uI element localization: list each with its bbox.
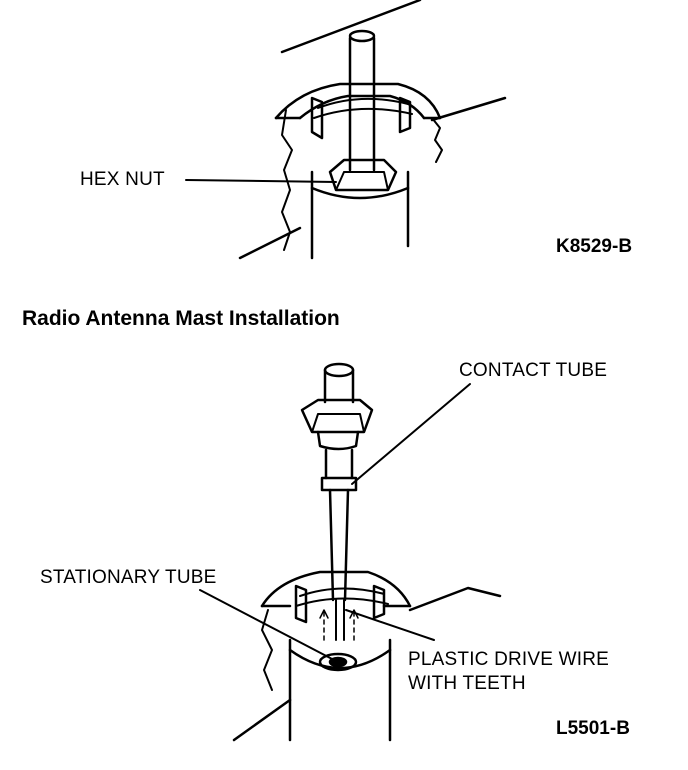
- hex-nut-lower: [300, 398, 374, 434]
- lower-bezel-thread-1: [299, 587, 385, 597]
- fender-line-lower-right: [408, 586, 502, 612]
- fender-line-top: [280, 0, 422, 54]
- bezel-inner: [298, 94, 426, 120]
- stationary-tube-opening: [318, 652, 358, 672]
- stationary-tube-inner: [328, 656, 348, 668]
- contact-tube-label: CONTACT TUBE: [459, 360, 608, 381]
- arrowhead-right: [349, 609, 359, 619]
- hex-nut-leader: [185, 179, 337, 183]
- lower-clip-right: [372, 584, 386, 620]
- bezel-clip-left: [310, 96, 324, 140]
- contact-tube-band: [320, 476, 358, 492]
- bezel-clip-right: [398, 96, 412, 134]
- fender-line-right: [430, 96, 507, 122]
- cutaway-edge-lower-left: [261, 609, 273, 691]
- drive-wire-upper: [328, 488, 350, 602]
- bezel-thread-2: [313, 107, 413, 119]
- cutaway-edge-right: [431, 117, 443, 163]
- arrowhead-left: [319, 609, 329, 619]
- antenna-bezel: [274, 82, 442, 120]
- antenna-mast: [348, 36, 376, 172]
- drive-wire-lower: [335, 599, 345, 641]
- hex-nut-face: [335, 171, 389, 191]
- drive-wire-label-line1: PLASTIC DRIVE WIRE: [408, 649, 610, 670]
- lower-bezel-thread-2: [295, 597, 389, 607]
- fender-line-lower-bottom: [232, 698, 292, 742]
- drive-wire-label-line2: WITH TEETH: [408, 673, 526, 694]
- bottom-figure-code: L5501-B: [556, 718, 630, 739]
- motor-housing: [310, 170, 410, 260]
- lower-bezel: [260, 570, 412, 608]
- lower-housing-top: [288, 648, 392, 670]
- fender-line-bottom-left: [238, 226, 302, 260]
- figure-caption: Radio Antenna Mast Installation: [22, 307, 340, 330]
- hex-nut-label: HEX NUT: [80, 169, 165, 190]
- stationary-tube-label: STATIONARY TUBE: [40, 567, 217, 588]
- stationary-tube-leader: [199, 589, 335, 661]
- contact-tube: [324, 448, 354, 480]
- contact-tube-leader: [351, 383, 471, 485]
- drive-wire-leader: [345, 609, 435, 641]
- hex-nut-lower-face: [311, 413, 365, 433]
- mast-top: [348, 29, 376, 43]
- lower-clip-left: [294, 584, 308, 624]
- nut-skirt: [316, 430, 360, 451]
- top-figure-code: K8529-B: [556, 236, 633, 257]
- top-figure-drawing: [185, 0, 507, 260]
- cutaway-edge-left: [281, 109, 293, 251]
- mast-cap: [323, 362, 355, 378]
- bezel-thread-1: [317, 97, 409, 109]
- mast-upper: [323, 368, 355, 404]
- housing-top: [310, 186, 410, 200]
- lower-housing: [288, 638, 392, 742]
